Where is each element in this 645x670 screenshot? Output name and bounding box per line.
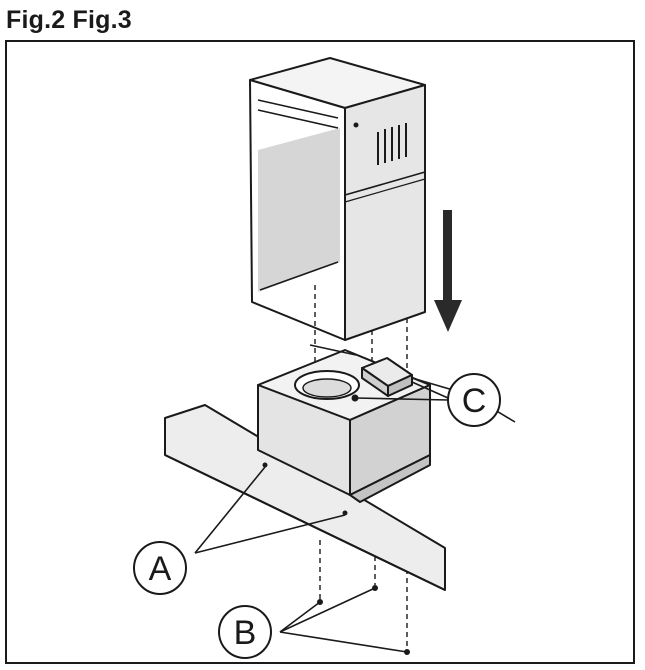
callout-c: C (447, 373, 501, 427)
callout-c-label: C (462, 382, 487, 420)
callout-b-label: B (234, 614, 257, 652)
motor-unit (257, 344, 516, 503)
down-arrow-icon (434, 210, 462, 332)
figure-title: Fig.2 Fig.3 (6, 6, 132, 34)
chimney-cover (249, 57, 426, 341)
ceiling-beam (164, 404, 446, 591)
vent-grille-icon (377, 123, 407, 165)
callout-a-label: A (149, 550, 172, 588)
callout-a: A (133, 541, 187, 595)
screws-b (317, 585, 410, 655)
leader-lines (194, 381, 449, 653)
callout-b: B (218, 605, 272, 659)
